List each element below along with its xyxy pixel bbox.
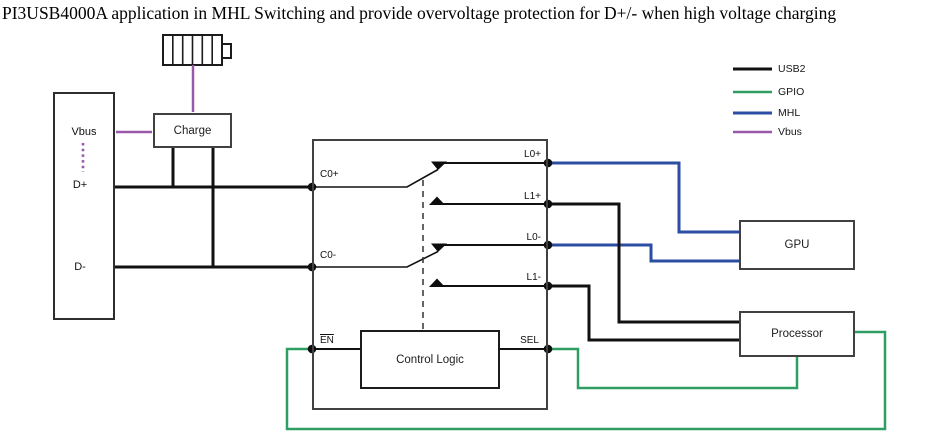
switch-ic-box — [312, 139, 548, 410]
battery-icon — [162, 34, 232, 66]
contact-arrow-l1plus — [429, 196, 445, 205]
usb-connector-box — [53, 92, 115, 320]
wire-l0plus-to-gpu-mhl — [548, 161, 739, 234]
contact-arrow-l0minus — [431, 243, 447, 252]
wire-l0minus-to-gpu-mhl — [548, 243, 739, 263]
legend-label-usb2: USB2 — [778, 63, 806, 75]
pin-dot-l0plus — [543, 158, 553, 168]
diagram-title: PI3USB4000A application in MHL Switching… — [2, 3, 837, 23]
pin-label-dminus: D- — [74, 261, 86, 273]
wire-sel-gpio — [548, 347, 799, 390]
processor-label: Processor — [771, 328, 823, 340]
contact-arrow-l1minus — [429, 278, 445, 287]
wire-l1minus-to-processor — [548, 284, 739, 342]
pin-dot-l1minus — [543, 281, 553, 291]
charge-label: Charge — [173, 124, 212, 137]
pin-label-c0minus: C0- — [320, 250, 337, 261]
processor-box: Processor — [739, 311, 855, 357]
control-logic-label: Control Logic — [396, 353, 464, 366]
pin-label-c0plus: C0+ — [320, 169, 339, 180]
gpu-box: GPU — [739, 220, 855, 270]
wire-en-gpio — [285, 330, 887, 431]
legend-label-vbus: Vbus — [778, 126, 802, 138]
pin-dot-l0minus — [543, 240, 553, 250]
charge-box: Charge — [153, 113, 232, 148]
pin-label-l1plus: L1+ — [524, 191, 541, 202]
pin-label-dplus: D+ — [72, 179, 88, 191]
switch-pole-c0minus — [312, 250, 439, 268]
pin-label-en: EN — [320, 335, 334, 346]
switch-pole-c0plus — [312, 168, 439, 188]
pin-dot-l1plus — [543, 199, 553, 209]
pin-label-vbus: Vbus — [71, 126, 97, 138]
pin-label-l0plus: L0+ — [524, 149, 541, 160]
pin-label-l1minus: L1- — [526, 272, 541, 283]
legend-label-mhl: MHL — [778, 107, 801, 119]
control-logic-box: Control Logic — [360, 330, 500, 389]
pin-label-sel: SEL — [520, 335, 539, 346]
wire-l1plus-to-processor — [548, 202, 739, 324]
pin-dot-sel — [543, 344, 553, 354]
gpu-label: GPU — [784, 239, 810, 251]
contact-arrow-l0plus — [431, 161, 447, 170]
legend-label-gpio: GPIO — [778, 86, 805, 98]
pin-label-l0minus: L0- — [526, 232, 541, 243]
